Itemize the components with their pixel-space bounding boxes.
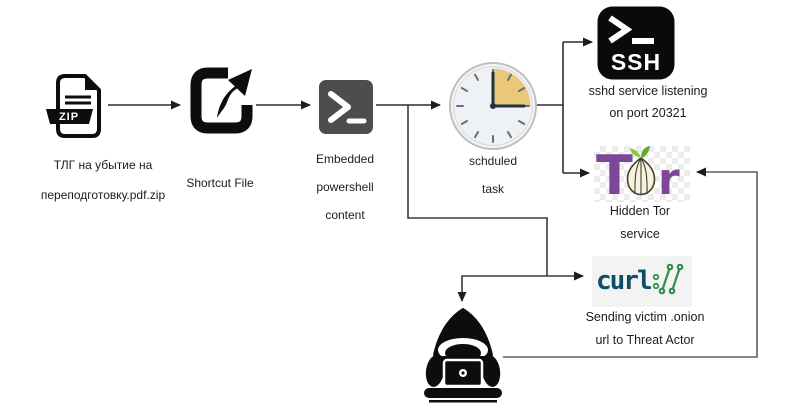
powershell-label-line1: Embedded xyxy=(315,152,375,166)
ssh-prompt-chevron xyxy=(608,15,633,44)
zip-file-label: ТЛГ на убытие на переподготовку.pdf.zip xyxy=(10,150,196,210)
clock-hands xyxy=(491,71,526,108)
ssh-icon-text: SSH xyxy=(611,49,661,75)
powershell-label-line3: content xyxy=(325,208,365,222)
line-powershell-branch-down xyxy=(407,105,548,276)
powershell-label: Embedded powershell content xyxy=(293,145,397,229)
curl-logo: curl xyxy=(592,256,692,307)
zip-label-line1: ТЛГ на убытие на xyxy=(53,158,153,172)
shortcut-arrow-head xyxy=(228,69,252,96)
zip-banner xyxy=(46,109,93,124)
hacker-desk-shadow-line xyxy=(429,400,497,403)
curl-slashes xyxy=(658,263,684,295)
ssh-icon: SSH xyxy=(597,6,675,85)
curl-label-line2: url to Threat Actor xyxy=(595,333,695,347)
powershell-icon xyxy=(318,79,374,140)
scheduled-task-label: schduled task xyxy=(443,147,543,203)
tor-logo: T r xyxy=(594,144,690,207)
tor-label: Hidden Tor service xyxy=(592,200,688,246)
tor-onion-layers xyxy=(634,157,648,195)
zip-label-line2: переподготовку.pdf.zip xyxy=(40,188,166,202)
shortcut-file-icon xyxy=(188,63,254,144)
zip-file-icon: ZIP xyxy=(45,73,103,144)
curl-label-line1: Sending victim .onion xyxy=(585,310,705,324)
tor-label-line2: service xyxy=(620,227,660,241)
clock-quarter-wedge xyxy=(493,68,531,106)
arrow-threat-actor-loop-to-tor xyxy=(503,167,758,358)
zip-badge-text: ZIP xyxy=(59,111,79,123)
ssh-label: sshd service listening on port 20321 xyxy=(568,80,728,124)
powershell-chevron xyxy=(328,91,351,123)
tor-onion-sprout-left xyxy=(629,148,641,158)
ssh-label-line2: on port 20321 xyxy=(609,106,687,120)
scheduled-task-label-line2: task xyxy=(481,182,504,196)
curl-colon-dots xyxy=(652,273,660,290)
arrow-branch-to-threat-actor xyxy=(457,275,547,302)
tor-label-line1: Hidden Tor xyxy=(609,204,671,218)
clock-center-dot xyxy=(490,103,496,109)
shortcut-arrow-tail xyxy=(217,85,240,118)
shortcut-frame xyxy=(190,67,253,134)
ssh-label-line1: sshd service listening xyxy=(588,84,708,98)
tor-letter-t: T xyxy=(596,146,633,202)
hacker-laptop-logo-dot xyxy=(461,371,465,375)
threat-actor-hacker-icon xyxy=(423,308,503,409)
tor-letter-r: r xyxy=(658,154,680,202)
scheduled-task-clock-icon xyxy=(447,60,539,157)
tor-onion-sprout-right xyxy=(641,146,650,158)
curl-logo-text: curl xyxy=(596,266,651,296)
curl-label: Sending victim .onion url to Threat Acto… xyxy=(563,306,727,352)
shortcut-label-line1: Shortcut File xyxy=(186,176,254,190)
scheduled-task-label-line1: schduled xyxy=(468,154,518,168)
zip-folded-corner xyxy=(85,76,99,90)
powershell-label-line2: powershell xyxy=(316,180,374,194)
zip-text-lines xyxy=(65,95,91,105)
hacker-desk xyxy=(424,388,502,398)
shortcut-file-label: Shortcut File xyxy=(168,176,272,190)
